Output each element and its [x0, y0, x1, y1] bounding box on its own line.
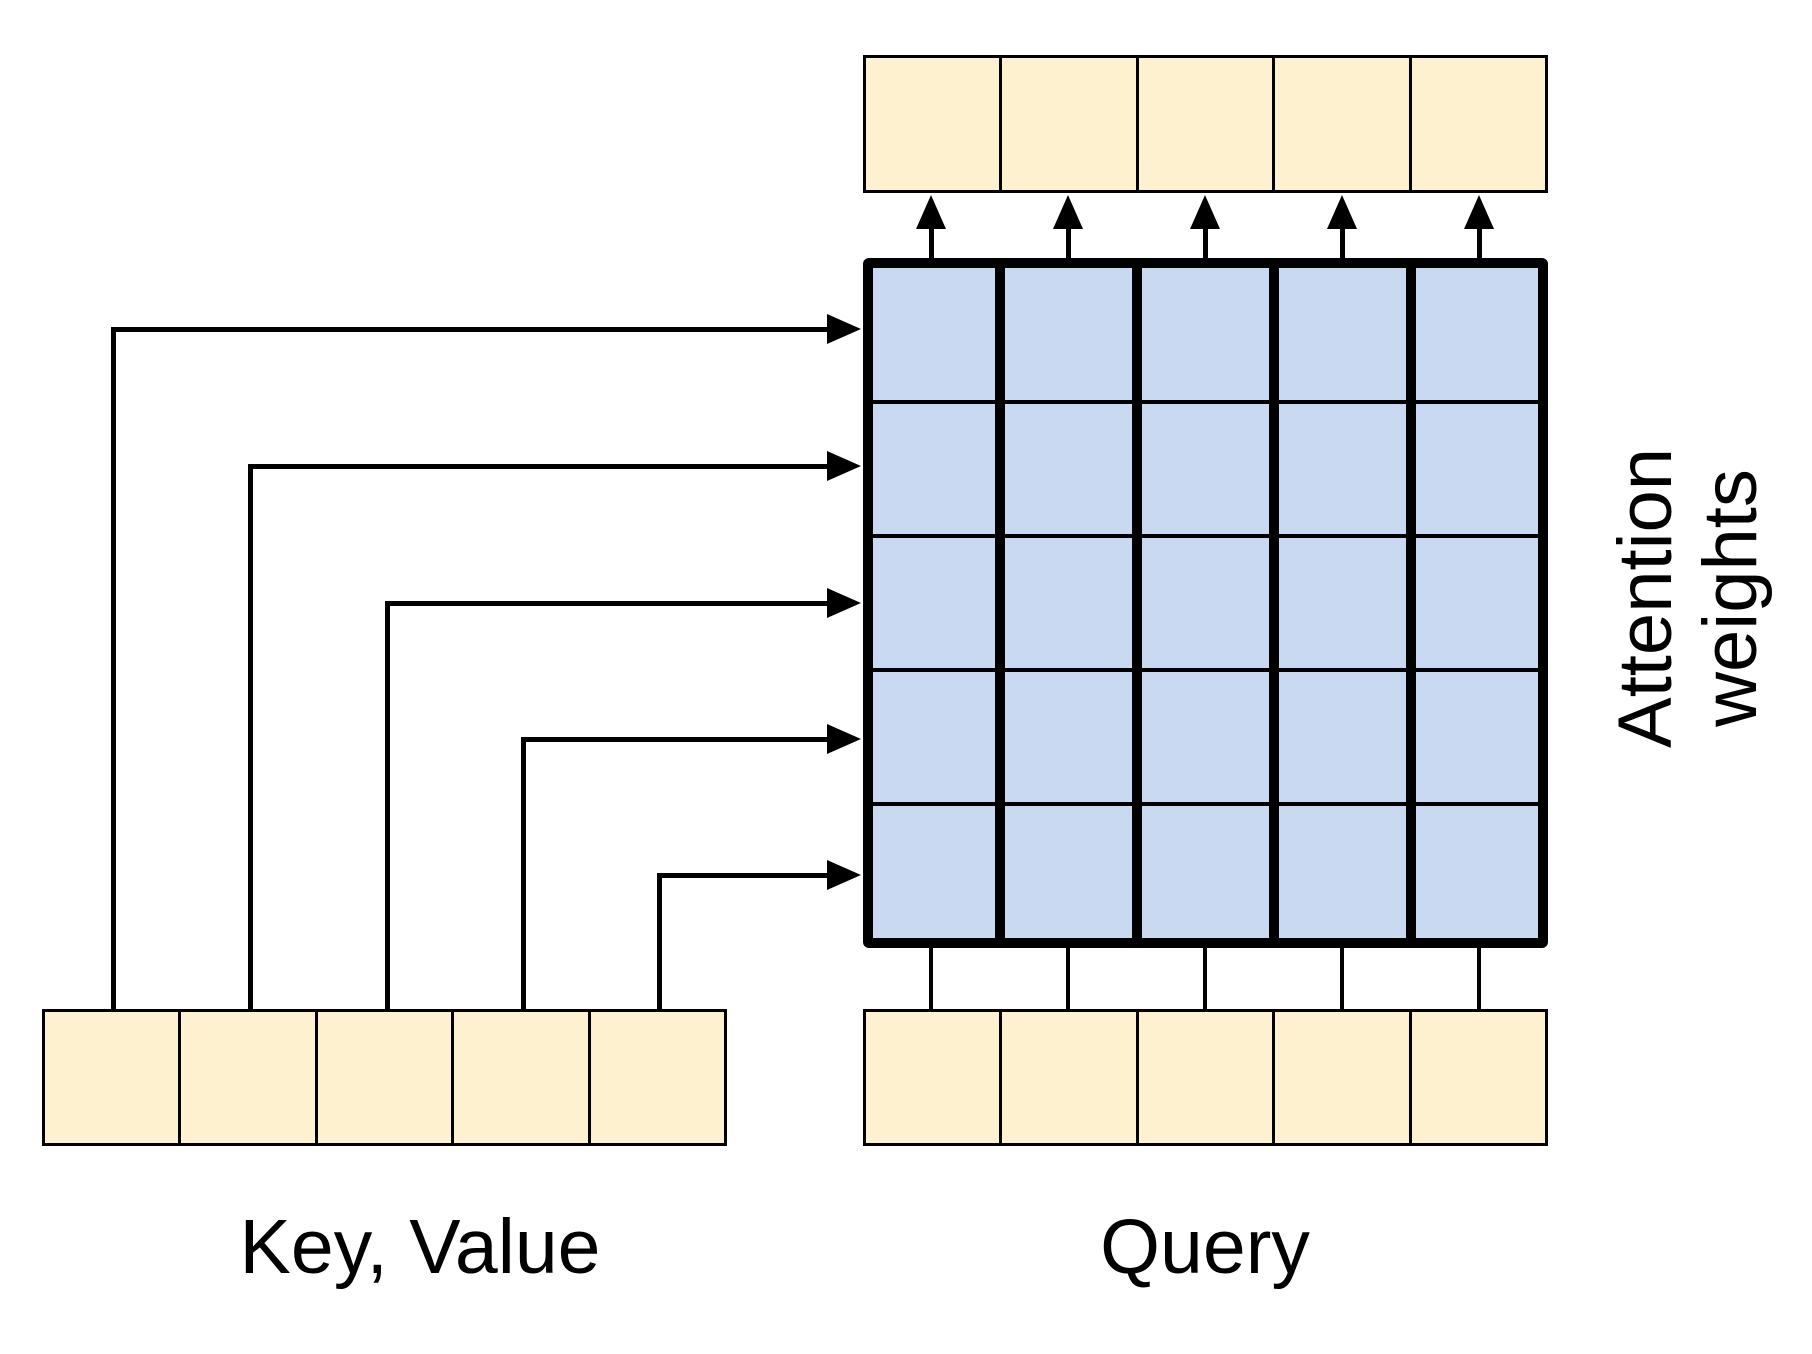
token-cell	[1002, 1012, 1139, 1143]
attention-weights-matrix	[863, 258, 1548, 948]
output-row	[863, 55, 1548, 193]
key-value-arrow-vertical	[110, 326, 116, 1009]
query-connector-line	[1203, 944, 1207, 1009]
query-connector-line	[1340, 944, 1344, 1009]
output-arrow-stem	[928, 226, 934, 258]
key-value-arrow-horizontal	[110, 326, 829, 332]
matrix-row-divider	[873, 534, 1538, 538]
matrix-row-divider	[873, 802, 1538, 806]
matrix-column-divider	[995, 268, 1005, 938]
token-cell	[866, 1012, 1003, 1143]
query-connector-line	[1066, 944, 1070, 1009]
matrix-row-divider	[873, 400, 1538, 404]
key-value-arrow-vertical	[384, 600, 390, 1009]
token-cell	[1411, 58, 1546, 190]
token-cell	[317, 1012, 455, 1143]
key-value-arrow-vertical	[520, 736, 526, 1009]
output-up-arrow-icon	[916, 195, 946, 229]
output-up-arrow-icon	[1327, 195, 1357, 229]
key-value-right-arrow-icon	[827, 314, 861, 344]
token-cell	[866, 58, 1003, 190]
output-arrow-stem	[1476, 226, 1482, 258]
key-value-arrow-horizontal	[656, 872, 829, 878]
token-cell	[1138, 58, 1276, 190]
query-label: Query	[1100, 1204, 1310, 1290]
token-cell	[454, 1012, 591, 1143]
query-connector-line	[1477, 944, 1481, 1009]
output-up-arrow-icon	[1190, 195, 1220, 229]
attention-weights-label: Attention weights	[1603, 448, 1773, 748]
token-cell	[1002, 58, 1139, 190]
token-cell	[45, 1012, 182, 1143]
attention-weights-label-line1: Attention	[1602, 448, 1688, 748]
key-value-arrow-horizontal	[520, 736, 829, 742]
matrix-column-divider	[1132, 268, 1142, 938]
key-value-row	[42, 1009, 727, 1146]
token-cell	[181, 1012, 318, 1143]
token-cell	[1275, 1012, 1412, 1143]
key-value-arrow-horizontal	[384, 600, 829, 606]
query-connector-line	[929, 944, 933, 1009]
key-value-label: Key, Value	[239, 1204, 601, 1290]
output-up-arrow-icon	[1464, 195, 1494, 229]
query-row	[863, 1009, 1548, 1146]
key-value-arrow-vertical	[247, 463, 253, 1009]
attention-weights-label-line2: weights	[1688, 469, 1773, 727]
output-up-arrow-icon	[1053, 195, 1083, 229]
matrix-column-divider	[1269, 268, 1279, 938]
output-arrow-stem	[1202, 226, 1208, 258]
matrix-column-divider	[1406, 268, 1416, 938]
key-value-arrow-vertical	[656, 872, 662, 1009]
output-arrow-stem	[1339, 226, 1345, 258]
token-cell	[1275, 58, 1412, 190]
key-value-right-arrow-icon	[827, 724, 861, 754]
key-value-right-arrow-icon	[827, 588, 861, 618]
token-cell	[1138, 1012, 1276, 1143]
key-value-arrow-horizontal	[247, 463, 829, 469]
token-cell	[1411, 1012, 1546, 1143]
matrix-row-divider	[873, 668, 1538, 672]
key-value-right-arrow-icon	[827, 451, 861, 481]
key-value-right-arrow-icon	[827, 860, 861, 890]
output-arrow-stem	[1065, 226, 1071, 258]
token-cell	[590, 1012, 725, 1143]
